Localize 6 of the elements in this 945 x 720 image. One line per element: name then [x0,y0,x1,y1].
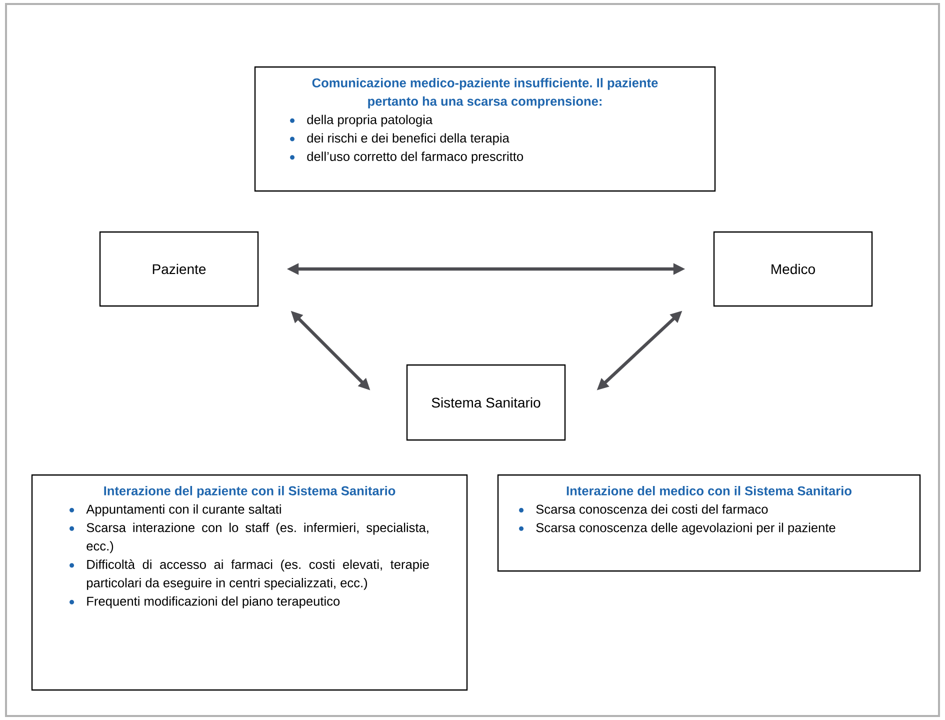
text-box: Interazione del medico con il Sistema Sanitario Scarsa conoscenza dei costi del farmaco Scarsa conoscenza delle agevolazioni per il paziente [497,474,921,572]
text-box: Comunicazione medico-paziente insufficiente. Il paziente pertanto ha una scarsa comprensione: della propria patologia dei rischi e dei benefici della terapia dell’uso corretto del farmaco prescritto [254,66,716,192]
box: Medico [713,231,873,307]
box: Paziente [99,231,259,307]
box: Sistema Sanitario [406,364,566,441]
text-box: Interazione del paziente con il Sistema Sanitario Appuntamenti con il curante saltati Scarsa interazione con lo staff (es. infermieri, specialista, ecc.) Difficoltà di accesso ai farmaci (es. costi elevati, terapie particolari da eseguire in centri specializzati, ecc.) Frequenti modificazioni del piano terapeutico [31,474,468,691]
